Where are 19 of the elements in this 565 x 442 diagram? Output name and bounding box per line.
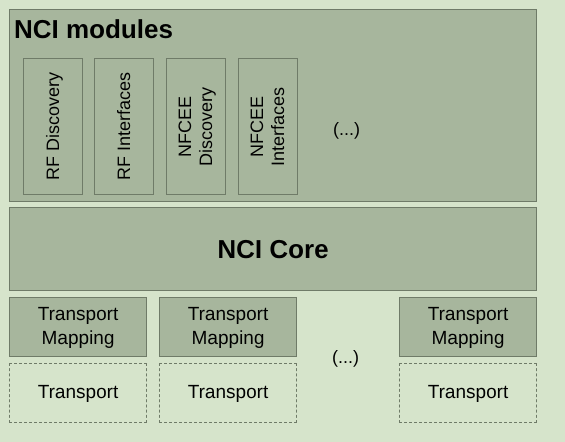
- core-box: NCI Core: [9, 207, 537, 291]
- module-box: [166, 58, 226, 195]
- module-label: NFCEE Interfaces: [247, 86, 289, 168]
- mapping-box: Transport Mapping: [399, 297, 537, 357]
- ellipsis-note: (...): [332, 347, 359, 368]
- transport-box: Transport: [9, 363, 147, 423]
- module-panel: [9, 9, 537, 202]
- module-box: [94, 58, 154, 195]
- module-label: RF Discovery: [42, 72, 64, 180]
- ellipsis-note: (...): [333, 119, 360, 140]
- panel-title: NCI modules: [14, 14, 173, 45]
- module-box: [23, 58, 83, 195]
- module-label: NFCEE Discovery: [175, 86, 217, 168]
- mapping-box: Transport Mapping: [159, 297, 297, 357]
- transport-box: Transport: [159, 363, 297, 423]
- transport-box: Transport: [399, 363, 537, 423]
- module-box: [238, 58, 298, 195]
- module-label: RF Interfaces: [114, 72, 134, 181]
- mapping-box: Transport Mapping: [9, 297, 147, 357]
